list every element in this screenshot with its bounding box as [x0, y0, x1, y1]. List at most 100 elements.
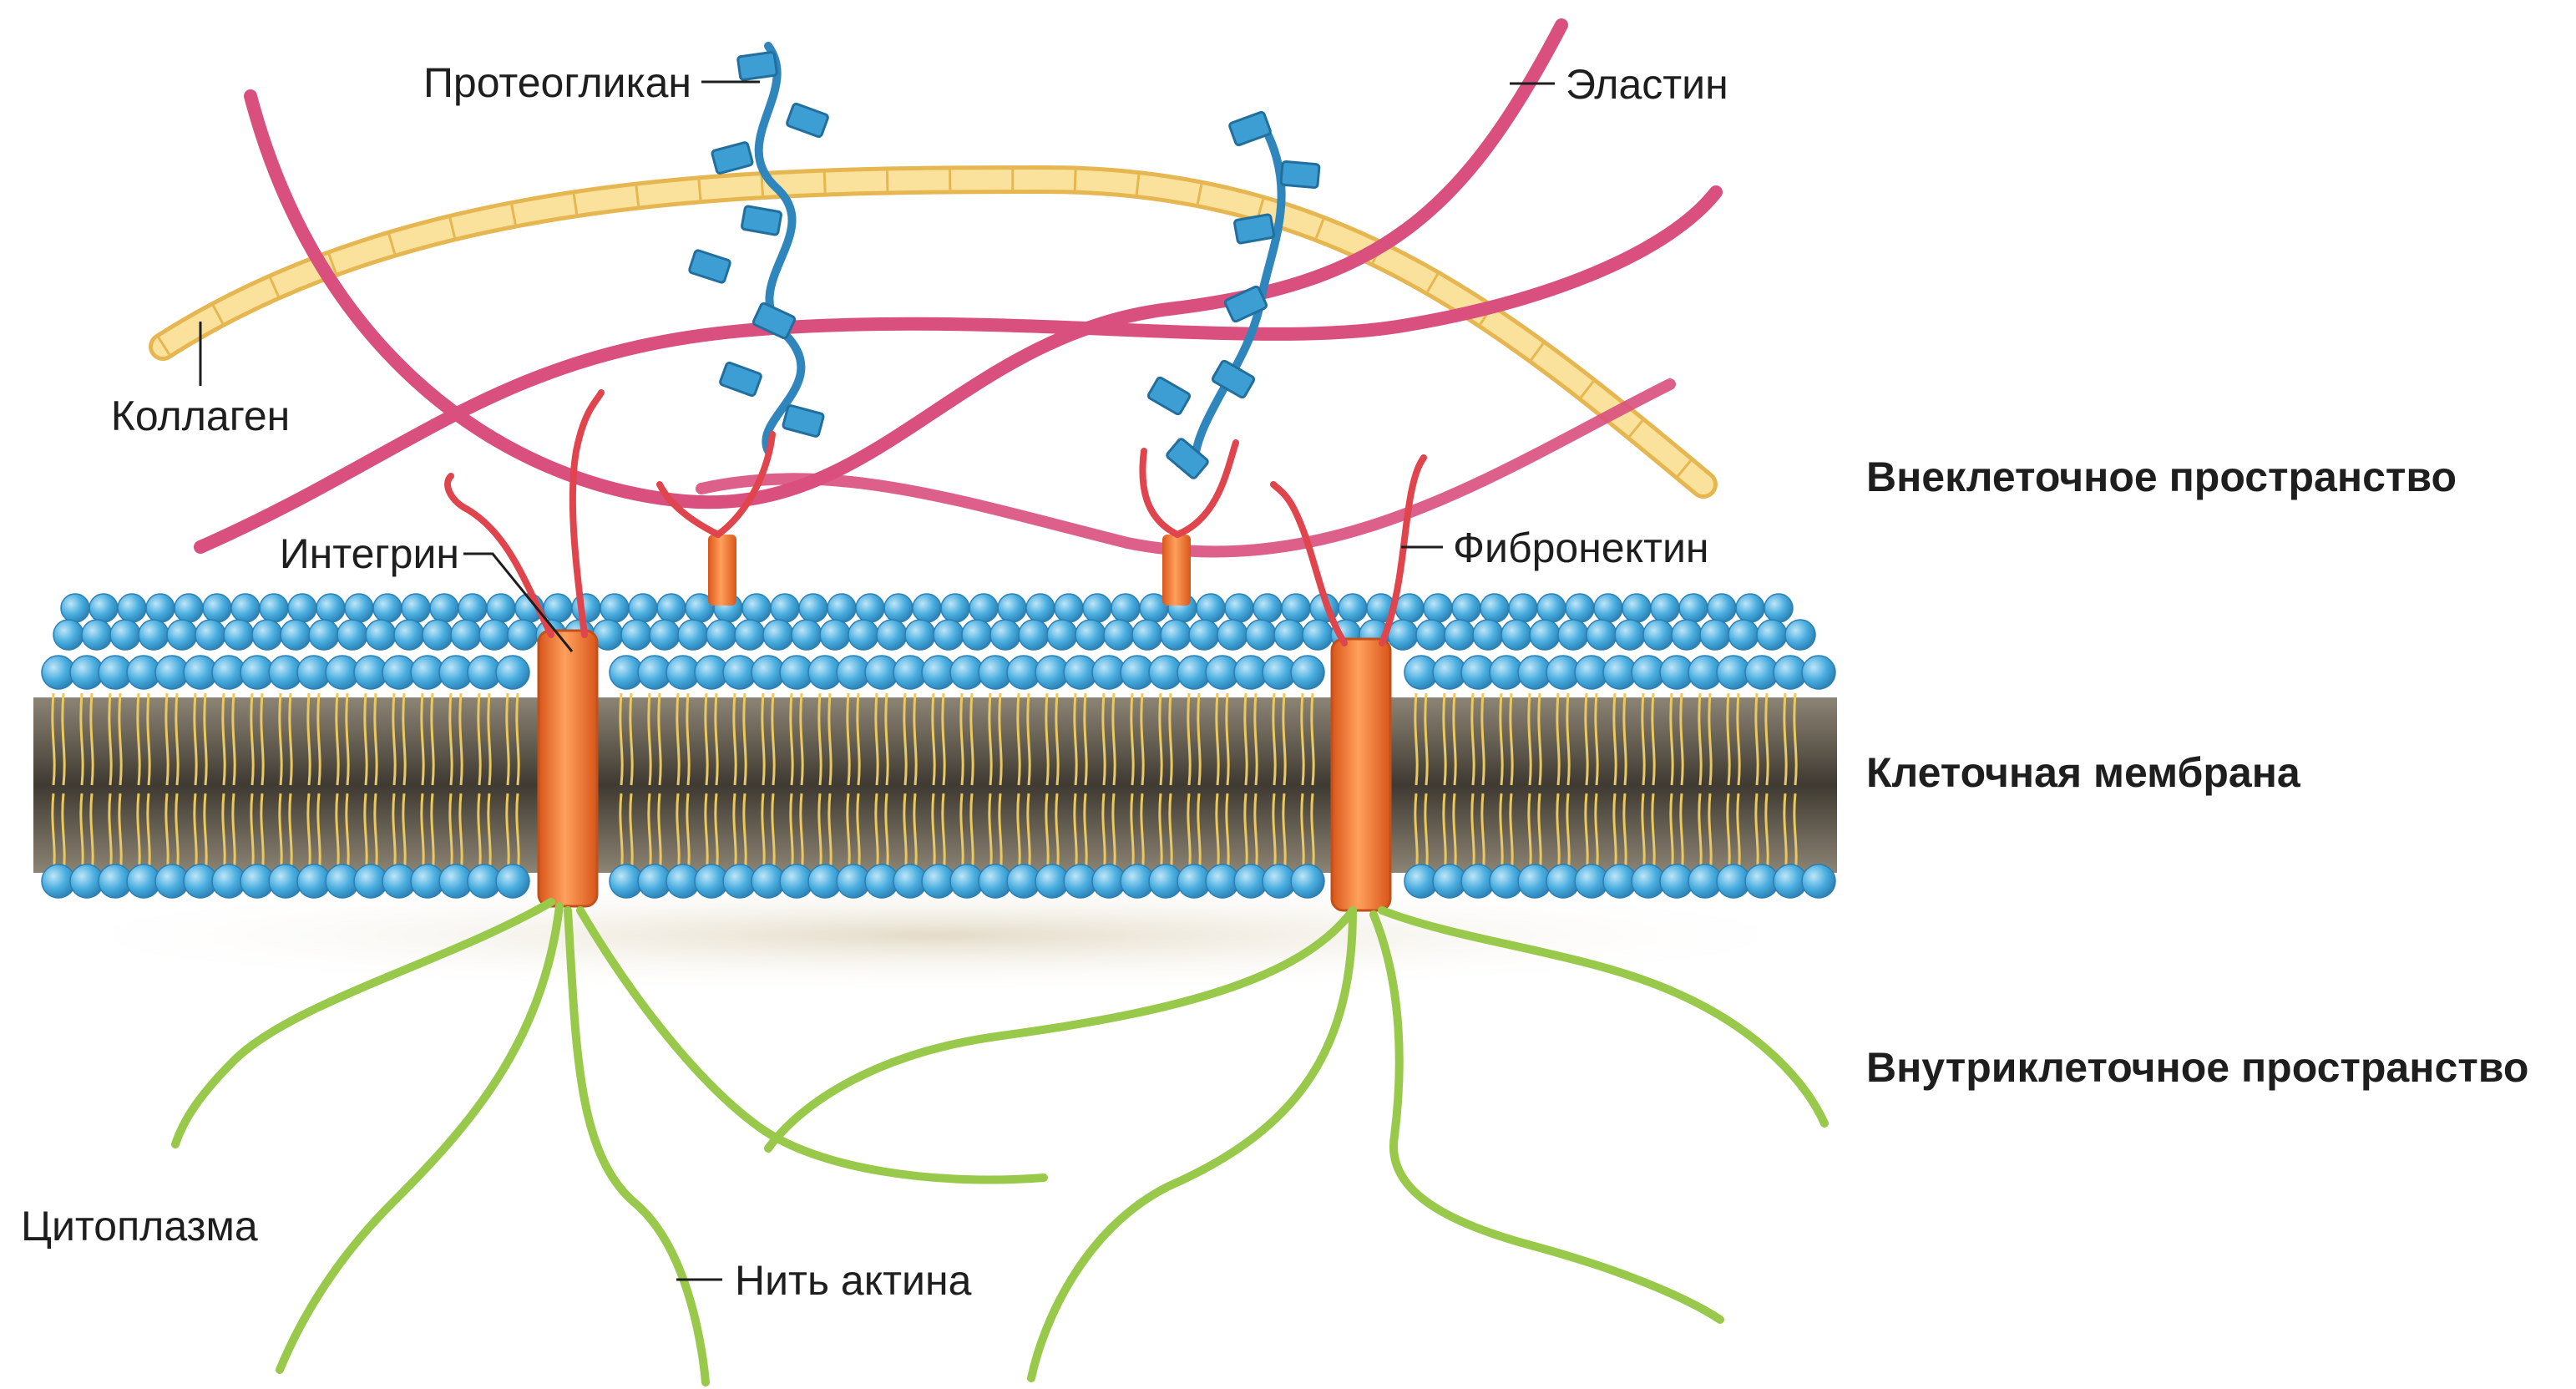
phospholipid-head [487, 594, 515, 622]
phospholipid-head [1083, 594, 1111, 622]
phospholipid-head [451, 620, 481, 650]
phospholipid-head [913, 594, 941, 622]
phospholipid-head [508, 620, 538, 650]
phospholipid-head [820, 620, 850, 650]
phospholipid-head [941, 594, 969, 622]
phospholipid-head [1480, 594, 1509, 622]
phospholipid-head [799, 594, 827, 622]
phospholipid-head [1672, 620, 1702, 650]
label-fibronectin: Фибронектин [1401, 525, 1709, 571]
phospholipid-head [1452, 594, 1480, 622]
phospholipid-head [1651, 594, 1679, 622]
integrin-2 [1332, 639, 1390, 910]
label-actin-text: Нить актина [735, 1257, 972, 1304]
phospholipid-head [345, 594, 373, 622]
phospholipid-head [1104, 620, 1134, 650]
phospholipid-head [366, 620, 396, 650]
label-proteoglycan-text: Протеогликан [423, 59, 691, 106]
phospholipid-head [600, 594, 629, 622]
phospholipid-head [1291, 656, 1324, 689]
phospholipid-head [1161, 620, 1191, 650]
phospholipid-head [544, 594, 572, 622]
phospholipid-head [1217, 620, 1248, 650]
phospholipid-head [337, 620, 367, 650]
phospholipid-head [827, 594, 856, 622]
phospholipid-head [430, 594, 458, 622]
phospholipid-head [1274, 620, 1304, 650]
phospholipid-head [110, 620, 140, 650]
phospholipid-head [678, 620, 708, 650]
phospholipid-head [1558, 620, 1588, 650]
phospholipid-head [373, 594, 402, 622]
phospholipid-head [118, 594, 146, 622]
phospholipid-head [1055, 594, 1083, 622]
region-membrane: Клеточная мембрана [1866, 749, 2301, 796]
phospholipid-head [1282, 594, 1310, 622]
phospholipid-head [1509, 594, 1537, 622]
phospholipid-head [905, 620, 935, 650]
phospholipid-head [1473, 620, 1503, 650]
label-proteoglycan: Протеогликан [423, 59, 760, 106]
phospholipid-head [1643, 620, 1673, 650]
phospholipid-head [1530, 620, 1560, 650]
phospholipid-head [1566, 594, 1594, 622]
phospholipid-head [260, 594, 288, 622]
phospholipid-head [167, 620, 197, 650]
phospholipid-head [856, 594, 884, 622]
region-extracellular: Внеклеточное пространство [1866, 454, 2457, 500]
phospholipid-head [1388, 620, 1418, 650]
phospholipid-head [1615, 620, 1645, 650]
phospholipid-head [1416, 620, 1446, 650]
phospholipid-head [998, 594, 1026, 622]
phospholipid-head [203, 594, 231, 622]
phospholipid-head [1728, 620, 1759, 650]
phospholipid-head [934, 620, 964, 650]
phospholipid-head [771, 594, 799, 622]
phospholipid-head [990, 620, 1020, 650]
phospholipid-heads-bottom [42, 864, 1835, 898]
proteoglycan-1 [689, 46, 829, 451]
phospholipid-head [89, 594, 118, 622]
phospholipid-head [53, 620, 84, 650]
phospholipid-head [629, 594, 657, 622]
phospholipid-head [195, 620, 225, 650]
phospholipid-head [1253, 594, 1282, 622]
phospholipid-head [288, 594, 316, 622]
phospholipid-head [792, 620, 822, 650]
phospholipid-head [621, 620, 651, 650]
phospholipid-head [423, 620, 453, 650]
phospholipid-head [496, 656, 529, 689]
phospholipid-head [231, 594, 260, 622]
phospholipid-head [458, 594, 487, 622]
phospholipid-head [1736, 594, 1764, 622]
anchor-protein-1 [708, 535, 736, 606]
phospholipid-heads-top-back [53, 594, 1815, 650]
phospholipid-head [146, 594, 175, 622]
phospholipid-head [742, 594, 771, 622]
phospholipid-head [1189, 620, 1219, 650]
phospholipid-head [479, 620, 509, 650]
phospholipid-head [1291, 864, 1324, 898]
phospholipid-heads-top [42, 656, 1835, 689]
phospholipid-head [1537, 594, 1566, 622]
label-collagen: Коллаген [111, 322, 291, 439]
phospholipid-head [309, 620, 339, 650]
phospholipid-head [1132, 620, 1162, 650]
collagen-fiber [163, 180, 1703, 484]
phospholipid-head [1111, 594, 1140, 622]
region-intracellular: Внутриклеточное пространство [1866, 1044, 2528, 1091]
label-integrin-text: Интегрин [280, 530, 459, 577]
label-actin: Нить актина [676, 1257, 972, 1304]
phospholipid-head [496, 864, 529, 898]
phospholipid-head [402, 594, 430, 622]
phospholipid-head [1197, 594, 1225, 622]
phospholipid-head [657, 594, 686, 622]
phospholipid-head [763, 620, 793, 650]
phospholipid-head [1802, 656, 1835, 689]
phospholipid-head [1622, 594, 1651, 622]
phospholipid-head [1785, 620, 1815, 650]
phospholipid-head [1225, 594, 1253, 622]
phospholipid-head [1026, 594, 1055, 622]
phospholipid-head [1587, 620, 1617, 650]
